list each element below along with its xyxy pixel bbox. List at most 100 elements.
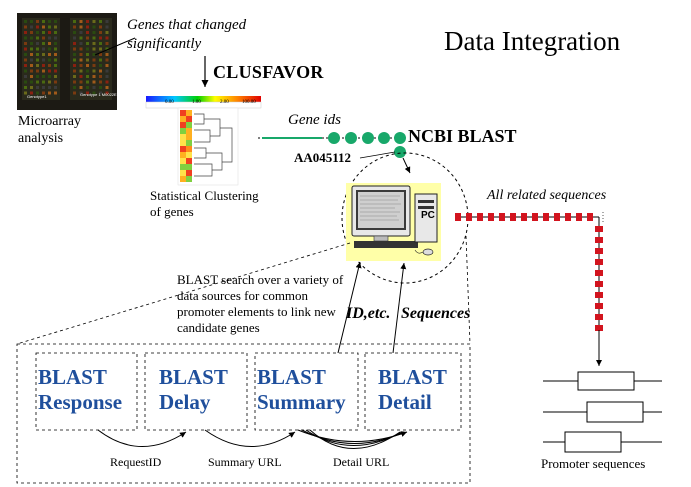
- microarray-spot: [73, 86, 76, 89]
- microarray-spot: [36, 20, 39, 23]
- sequence-segment: [595, 259, 603, 265]
- microarray-spot: [30, 86, 33, 89]
- heatmap-cell: [186, 146, 192, 152]
- microarray-spot: [42, 91, 45, 95]
- microarray-spot: [92, 69, 96, 73]
- microarray-spot: [54, 64, 57, 67]
- microarray-spot: [73, 58, 76, 62]
- microarray-spot: [42, 53, 45, 56]
- microarray-spot: [99, 47, 102, 51]
- microarray-spot: [73, 36, 76, 40]
- microarray-spot: [73, 20, 76, 23]
- microarray-spot: [42, 58, 45, 62]
- heatmap-cell: [180, 176, 186, 182]
- microarray-spot: [86, 69, 89, 73]
- microarray-spot: [99, 42, 102, 45]
- microarray-spot: [99, 91, 102, 95]
- microarray-spot: [54, 91, 57, 95]
- microarray-spot: [24, 91, 27, 95]
- gene-node: [328, 132, 340, 144]
- blast-detail-label: BLAST Detail: [378, 365, 447, 415]
- microarray-spot: [86, 58, 89, 62]
- microarray-spot: [86, 64, 89, 67]
- microarray-spot: [36, 36, 39, 40]
- sequence-segment: [595, 270, 603, 276]
- microarray-spot: [30, 42, 33, 45]
- microarray-spot: [30, 75, 33, 78]
- microarray-spot: [105, 75, 109, 78]
- microarray-spot: [30, 64, 33, 67]
- microarray-left-label: Genotype1: [27, 94, 47, 99]
- gene-node: [378, 132, 390, 144]
- microarray-spot: [79, 36, 83, 40]
- sequence-segment: [499, 213, 505, 221]
- microarray-spot: [30, 47, 33, 51]
- clustering-line1: Statistical Clustering: [150, 188, 259, 203]
- microarray-spot: [30, 58, 33, 62]
- microarray-spot: [30, 53, 33, 56]
- microarray-spot: [86, 75, 89, 78]
- microarray-caption: Microarray analysis: [18, 113, 81, 147]
- microarray-spot: [54, 47, 57, 51]
- genes-changed-line1: Genes that changed: [127, 17, 247, 33]
- microarray-spot: [99, 64, 102, 67]
- genes-changed-line2: significantly: [127, 36, 202, 52]
- microarray-spot: [105, 58, 109, 62]
- id-arrow: [337, 261, 362, 354]
- microarray-spot: [79, 75, 83, 78]
- microarray-spot: [48, 91, 51, 95]
- microarray-spot: [24, 47, 27, 51]
- cluster-heatmap: [177, 107, 239, 186]
- sequence-segment: [543, 213, 549, 221]
- microarray-spot: [42, 64, 45, 67]
- sequence-segment: [477, 213, 483, 221]
- gene-node: [394, 132, 406, 144]
- microarray-spot: [99, 53, 102, 56]
- microarray-spot: [24, 42, 27, 45]
- summary-url-label: Summary URL: [208, 455, 282, 469]
- microarray-spot: [24, 58, 27, 62]
- microarray-caption-line1: Microarray: [18, 114, 81, 129]
- blast-delay-line1: BLAST: [159, 365, 228, 389]
- heatmap-cell: [186, 110, 192, 116]
- microarray-spot: [99, 69, 102, 73]
- clustering-caption: Statistical Clustering of genes: [150, 188, 259, 220]
- microarray-spot: [105, 20, 109, 23]
- microarray-spot: [99, 25, 102, 29]
- microarray-caption-line2: analysis: [18, 131, 64, 146]
- blast-detail-line1: BLAST: [378, 365, 447, 389]
- heatmap-cell: [180, 128, 186, 134]
- microarray-spot: [79, 53, 83, 56]
- gene-node: [345, 132, 357, 144]
- microarray-spot: [79, 64, 83, 67]
- microarray-spot: [79, 25, 83, 29]
- clusfavor-label: CLUSFAVOR: [213, 62, 324, 82]
- microarray-spot: [30, 20, 33, 23]
- heatmap-cell: [180, 146, 186, 152]
- gene-node-selected: [394, 146, 406, 158]
- microarray-spot: [99, 31, 102, 34]
- requestid-label: RequestID: [110, 455, 162, 469]
- microarray-spot: [24, 64, 27, 67]
- microarray-spot: [54, 69, 57, 73]
- microarray-spot: [73, 75, 76, 78]
- microarray-spot: [48, 80, 51, 84]
- microarray-spot: [36, 64, 39, 67]
- microarray-spot: [79, 80, 83, 84]
- microarray-spot: [105, 36, 109, 40]
- blast-response-line2: Response: [38, 390, 123, 414]
- microarray-spot: [86, 53, 89, 56]
- computer-icon: [346, 183, 441, 261]
- microarray-spot: [36, 69, 39, 73]
- microarray-spot: [36, 53, 39, 56]
- blast-response-box: [35, 352, 138, 431]
- microarray-spot: [86, 86, 89, 89]
- microarray-spot: [105, 42, 109, 45]
- microarray-spot: [48, 42, 51, 45]
- microarray-spot: [42, 36, 45, 40]
- sequence-track: [455, 212, 604, 366]
- microarray-spot: [48, 64, 51, 67]
- colorbar-tick: 2.00: [220, 100, 229, 105]
